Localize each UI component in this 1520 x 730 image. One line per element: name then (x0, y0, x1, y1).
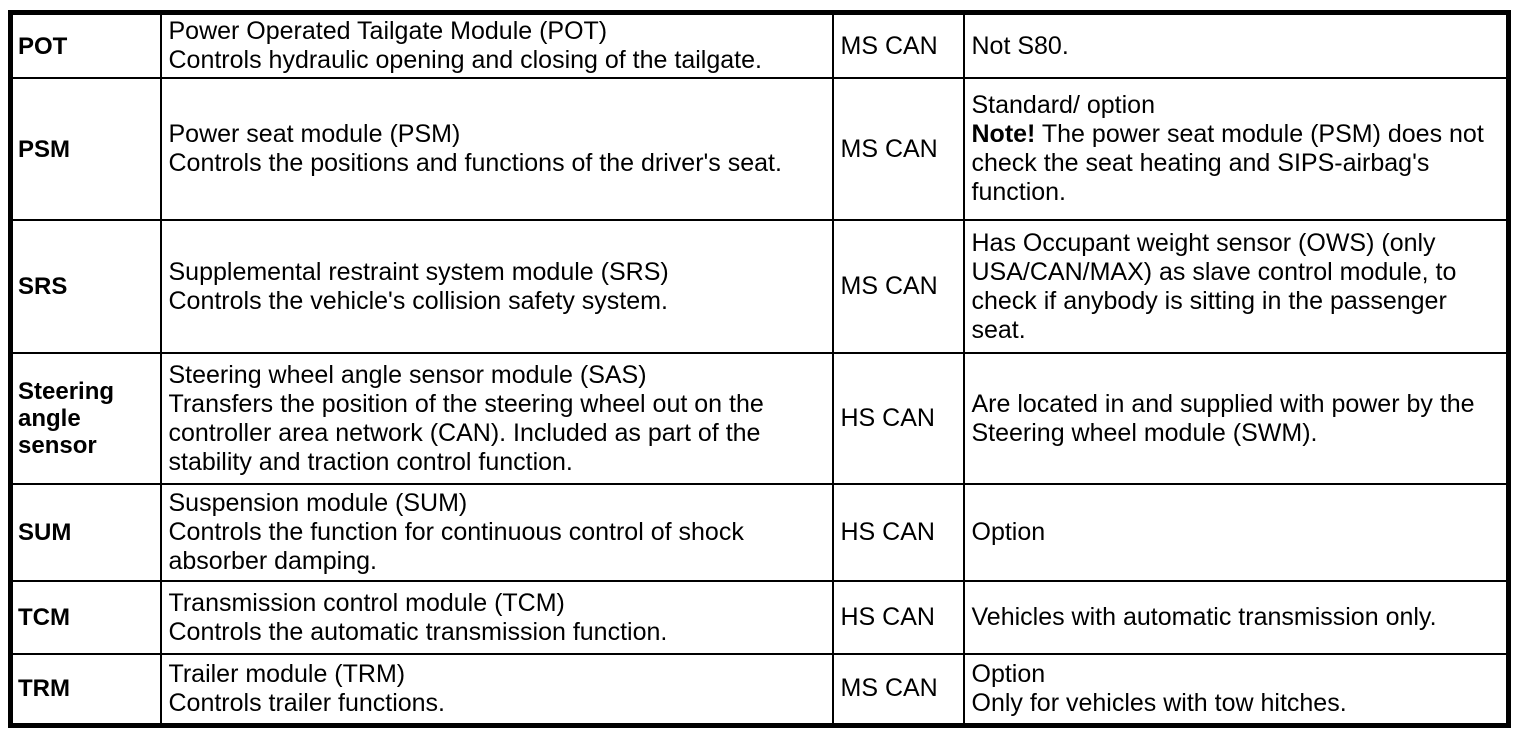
description-title: Trailer module (TRM) (168, 659, 406, 688)
network-cell: MS CAN (831, 77, 965, 221)
note-text: Has Occupant weight sensor (OWS) (only U… (971, 228, 1457, 344)
description-cell: Steering wheel angle sensor module (SAS)… (159, 352, 834, 485)
network-cell: HS CAN (831, 352, 965, 485)
module-abbrev: TRM (9, 653, 162, 726)
description-title: Power seat module (PSM) (168, 120, 461, 148)
description-title: Steering wheel angle sensor module (SAS) (168, 360, 647, 389)
table-row: SUM Suspension module (SUM) Controls the… (9, 483, 1510, 582)
description-title: Supplemental restraint system module (SR… (168, 257, 669, 286)
description-title: Power Operated Tailgate Module (POT) (168, 17, 608, 45)
module-abbrev: TCM (9, 580, 162, 655)
note-text: Standard/ option (971, 91, 1155, 119)
description-cell: Transmission control module (TCM) Contro… (159, 580, 834, 655)
table-row: TRM Trailer module (TRM) Controls traile… (9, 653, 1510, 726)
table-row: SRS Supplemental restraint system module… (9, 219, 1510, 354)
description-body: Transfers the position of the steering w… (168, 389, 764, 476)
table-row: Steering angle sensor Steering wheel ang… (9, 352, 1510, 485)
description-body: Controls hydraulic opening and closing o… (168, 46, 762, 74)
description-body: Controls the automatic transmission func… (168, 617, 668, 646)
note-text: Only for vehicles with tow hitches. (971, 688, 1347, 717)
note-bold-label: Note! (971, 120, 1036, 148)
description-title: Suspension module (SUM) (168, 489, 468, 517)
description-body: Controls the function for continuous con… (168, 518, 744, 575)
module-abbrev: SUM (9, 483, 162, 582)
note-text: Option (971, 518, 1046, 546)
network-cell: MS CAN (831, 219, 965, 354)
notes-cell: Has Occupant weight sensor (OWS) (only U… (962, 219, 1510, 354)
notes-cell: Standard/ option Note! The power seat mo… (962, 77, 1510, 221)
note-text: Option (971, 659, 1046, 688)
notes-cell: Vehicles with automatic transmission onl… (962, 580, 1510, 655)
notes-cell: Are located in and supplied with power b… (962, 352, 1510, 485)
control-module-table: POT Power Operated Tailgate Module (POT)… (8, 10, 1511, 728)
network-cell: MS CAN (831, 653, 965, 726)
network-cell: HS CAN (831, 483, 965, 582)
description-body: Controls the positions and functions of … (168, 149, 782, 177)
notes-cell: Option (962, 483, 1510, 582)
description-body: Controls trailer functions. (168, 688, 446, 717)
network-cell: MS CAN (831, 11, 965, 79)
description-body: Controls the vehicle's collision safety … (168, 286, 668, 315)
description-cell: Supplemental restraint system module (SR… (159, 219, 834, 354)
notes-cell: Not S80. (962, 11, 1510, 79)
module-abbrev: POT (9, 11, 162, 79)
description-title: Transmission control module (TCM) (168, 588, 565, 617)
notes-cell: Option Only for vehicles with tow hitche… (962, 653, 1510, 726)
table-row: POT Power Operated Tailgate Module (POT)… (9, 11, 1510, 79)
network-cell: HS CAN (831, 580, 965, 655)
note-text: The power seat module (PSM) does not che… (971, 120, 1484, 206)
note-text: Are located in and supplied with power b… (971, 389, 1475, 447)
description-cell: Suspension module (SUM) Controls the fun… (159, 483, 834, 582)
description-cell: Power seat module (PSM) Controls the pos… (159, 77, 834, 221)
table-row: TCM Transmission control module (TCM) Co… (9, 580, 1510, 655)
table-row: PSM Power seat module (PSM) Controls the… (9, 77, 1510, 221)
note-text: Not S80. (971, 31, 1069, 60)
module-abbrev: SRS (9, 219, 162, 354)
note-text: Vehicles with automatic transmission onl… (971, 603, 1437, 631)
description-cell: Power Operated Tailgate Module (POT) Con… (159, 11, 834, 79)
description-cell: Trailer module (TRM) Controls trailer fu… (159, 653, 834, 726)
module-abbrev: Steering angle sensor (9, 352, 162, 485)
module-abbrev: PSM (9, 77, 162, 221)
